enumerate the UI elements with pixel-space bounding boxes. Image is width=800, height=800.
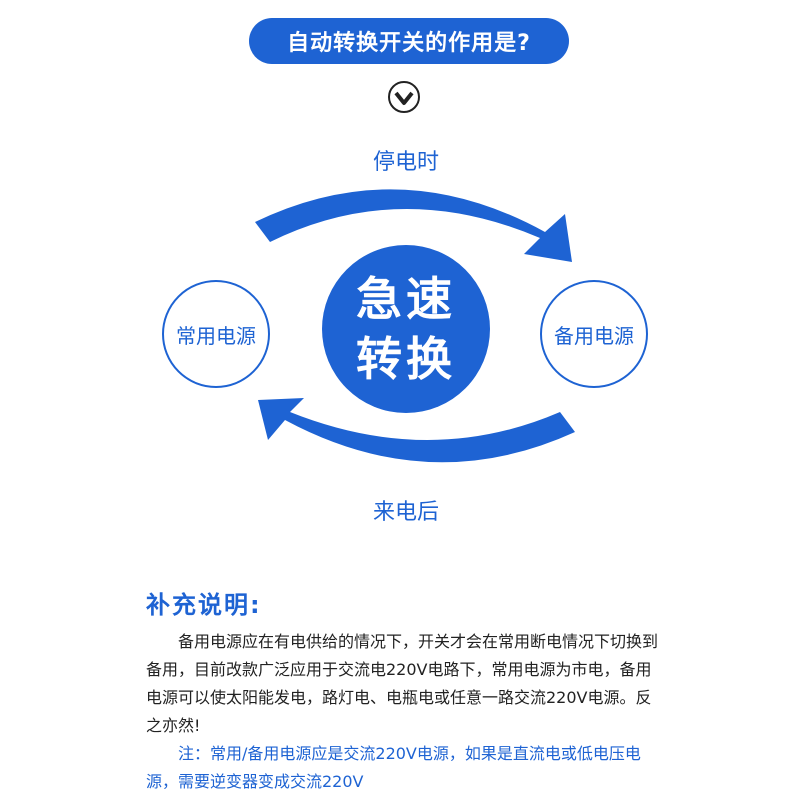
chevron-down-circle-icon	[388, 81, 420, 113]
notes-title: 补充说明:	[146, 591, 262, 619]
power-restored-label: 来电后	[372, 500, 439, 525]
center-line-1: 急速	[356, 272, 456, 326]
notes-warning: 注：常用/备用电源应是交流220V电源，如果是直流电或低电压电源，需要逆变器变成…	[146, 740, 666, 796]
main-power-node: 常用电源	[162, 280, 270, 388]
notes-warning-text: 注：常用/备用电源应是交流220V电源，如果是直流电或低电压电源，需要逆变器变成…	[146, 744, 641, 791]
backup-power-node: 备用电源	[540, 280, 648, 388]
notes-body: 备用电源应在有电供给的情况下，开关才会在常用断电情况下切换到备用，目前改款广泛应…	[146, 628, 666, 740]
main-power-label: 常用电源	[176, 323, 256, 348]
bottom-arrow	[258, 398, 575, 463]
center-line-2: 转换	[356, 332, 456, 386]
outage-label: 停电时	[372, 150, 439, 175]
fast-switch-node: 急速 转换	[322, 245, 490, 413]
top-arrow	[255, 189, 572, 262]
backup-power-label: 备用电源	[554, 323, 634, 348]
cycle-diagram	[255, 189, 575, 463]
notes-body-text: 备用电源应在有电供给的情况下，开关才会在常用断电情况下切换到备用，目前改款广泛应…	[146, 632, 659, 735]
page-title: 自动转换开关的作用是?	[249, 18, 569, 64]
